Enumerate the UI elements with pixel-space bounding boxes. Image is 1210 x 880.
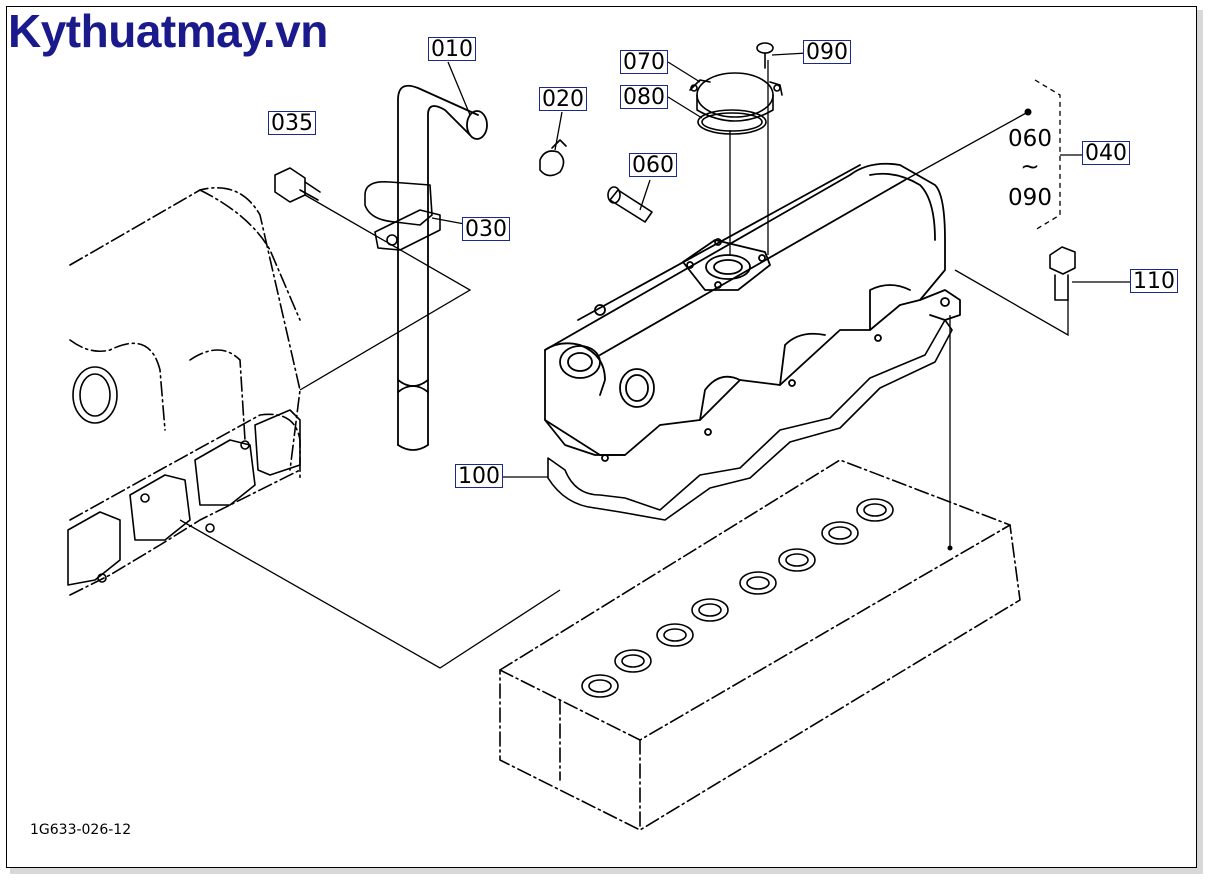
range-from-label: 060 <box>1008 126 1052 152</box>
bolt-035 <box>274 167 321 203</box>
callout-100[interactable]: 100 <box>455 464 503 489</box>
hose-clip-020 <box>539 139 567 177</box>
breather-hose <box>397 84 488 451</box>
cylinder-head-cover <box>544 162 961 462</box>
range-to-label: 090 <box>1008 185 1052 211</box>
intake-manifold <box>69 186 301 596</box>
screw-090 <box>756 42 774 69</box>
cover-gasket-100 <box>547 319 953 521</box>
figure-code: 1G633-026-12 <box>30 822 132 838</box>
callout-080[interactable]: 080 <box>620 85 668 110</box>
callout-110[interactable]: 110 <box>1130 269 1178 294</box>
callout-040[interactable]: 040 <box>1082 141 1130 166</box>
cylinder-head <box>499 459 1021 831</box>
breather-cap-070 <box>689 72 783 122</box>
frame-shadow-right <box>1197 10 1203 872</box>
pipe-060 <box>607 186 653 223</box>
valve-seats <box>581 498 894 698</box>
leader-dots <box>947 108 1032 551</box>
callout-090[interactable]: 090 <box>803 40 851 65</box>
callout-010[interactable]: 010 <box>428 37 476 62</box>
callout-035[interactable]: 035 <box>268 111 316 136</box>
callout-060[interactable]: 060 <box>629 153 677 178</box>
diagram-frame <box>6 6 1197 868</box>
manifold-ports <box>67 366 301 586</box>
callout-020[interactable]: 020 <box>539 87 587 112</box>
frame-shadow-bottom <box>10 868 1203 874</box>
callout-070[interactable]: 070 <box>620 50 668 75</box>
callout-030[interactable]: 030 <box>462 217 510 242</box>
watermark-logo: Kythuatmay.vn <box>8 5 328 57</box>
gasket-080 <box>697 109 767 135</box>
bolt-110 <box>1049 246 1076 301</box>
range-tilde: ~ <box>1020 154 1040 180</box>
leader-lines <box>179 51 1130 669</box>
